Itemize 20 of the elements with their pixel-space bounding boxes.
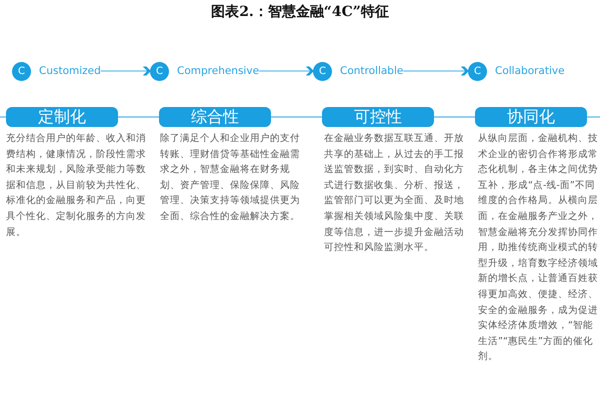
heading-pill: 综合性 <box>159 107 271 127</box>
timeline-line <box>434 116 475 118</box>
timeline-line <box>271 116 322 118</box>
description-text: 从纵向层面，金融机构、技术企业的密切合作将形成常态化机制，各主体之间优势互补，形成“点-线-面”不同维度的合作格局。从横向层面，在金融服务产业之外，智慧金融将充分发挥协同作用，助推传统商业模式的转型升级，培育数字经济领域新的增长点，让普通百姓获得更加高效、便捷、经济、安全的金融服务，成为促进实体经济体质增效，“智能生活”“惠民生”方面的催化剂。 <box>478 132 598 364</box>
description-text: 在金融业务数据互联互通、开放共享的基础上，从过去的手工报送监管数据，到实时、自动化方式进行数据收集、分析、报送，监管部门可以更为全面、及时地掌握相关领域风险集中度、关联度等信息，进一步提升金融活动可控性和风险监测水平。 <box>324 132 465 256</box>
feature-name: Controllable <box>340 65 404 77</box>
feature-name: Comprehensive <box>177 65 260 77</box>
description-text: 充分结合用户的年龄、收入和消费结构，健康情况，阶段性需求和未来规划，风险承受能力等数据和信息，从目前较为共性化、标准化的金融服务和产品，向更具个性化、定制化服务的方向发展。 <box>6 132 147 240</box>
timeline-line <box>118 116 159 118</box>
letter-circle: C <box>313 62 332 80</box>
heading-pill: 协同化 <box>475 107 587 127</box>
letter-circle: C <box>150 62 169 80</box>
description-text: 除了满足个人和企业用户的支付转账、理财借贷等基础性金融需求之外，智慧金融将在财务规划、资产管理、保险保障、风险管理、决策支持等领域提供更为全面、综合性的金融解决方案。 <box>160 132 301 224</box>
letter-circle: C <box>12 62 31 80</box>
letter-circle: C <box>468 62 487 80</box>
diagram-title: 图表2.：智慧金融“4C”特征 <box>210 3 390 21</box>
heading-pill: 定制化 <box>6 107 118 127</box>
feature-name: Collaborative <box>495 65 565 77</box>
feature-name: Customized <box>39 65 101 77</box>
heading-pill: 可控性 <box>322 107 434 127</box>
